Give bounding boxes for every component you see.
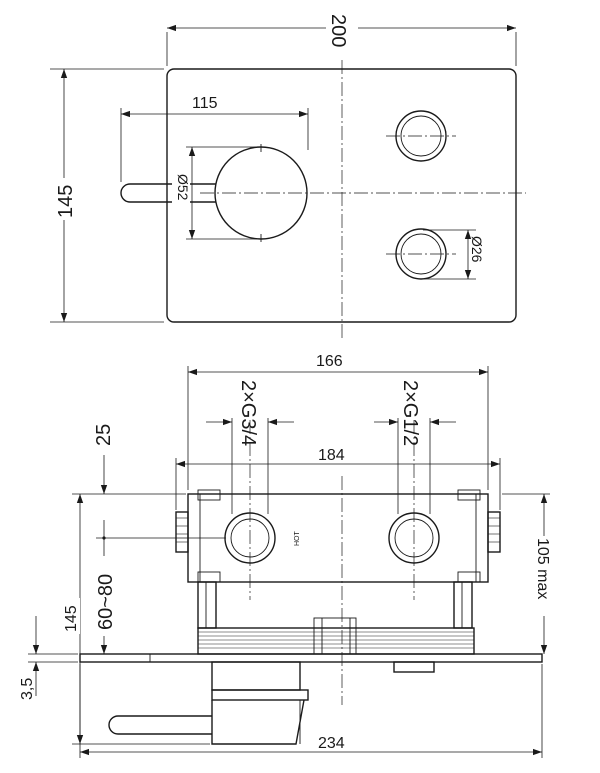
dim-max-depth: 105 max xyxy=(502,493,554,654)
diverter-button-bottom xyxy=(386,228,456,280)
side-view: HOT xyxy=(19,353,554,758)
width-label: 200 xyxy=(327,14,349,47)
mounting-lug-left xyxy=(175,511,189,553)
dim-lever-reach: 115 xyxy=(120,95,309,182)
total-depth-label: 145 xyxy=(63,605,80,632)
dim-body-width: 166 xyxy=(187,353,489,490)
dim-handle-diameter: Ø52 xyxy=(172,146,260,240)
inlet-left xyxy=(224,420,276,600)
inlet-left-label: 2×G3/4 xyxy=(237,380,259,446)
lever-side xyxy=(108,715,212,735)
plate-width-label: 234 xyxy=(318,735,345,752)
valve-body xyxy=(187,493,489,583)
hot-marker: HOT xyxy=(294,531,301,547)
dim-width: 200 xyxy=(166,10,517,66)
inlet-right-label: 2×G1/2 xyxy=(399,380,421,446)
dim-bolt-span: 184 xyxy=(175,444,501,510)
height-label: 145 xyxy=(55,185,77,218)
dim-top-offset: 25 xyxy=(93,424,186,538)
dim-plate-width: 234 xyxy=(79,664,543,758)
mounting-lug-right xyxy=(487,511,501,553)
button-diameter-label: Ø26 xyxy=(469,236,485,263)
cover-plate-side xyxy=(79,653,543,663)
max-depth-label: 105 max xyxy=(534,538,551,599)
threaded-sleeve xyxy=(197,617,475,655)
handle-diameter-label: Ø52 xyxy=(175,174,191,201)
body-width-label: 166 xyxy=(316,353,343,370)
inlet-right xyxy=(388,420,440,600)
diverter-button-top xyxy=(386,110,456,162)
plate-thickness-label: 3,5 xyxy=(19,678,36,700)
cover-plate xyxy=(166,68,517,323)
top-offset-label: 25 xyxy=(93,424,115,446)
dim-install-depth: 60~80 xyxy=(92,536,226,654)
lever-reach-label: 115 xyxy=(192,95,218,112)
dim-button-diameter: Ø26 xyxy=(423,229,485,280)
dim-height: 145 xyxy=(50,68,164,323)
bolt-span-label: 184 xyxy=(318,447,345,464)
install-depth-label: 60~80 xyxy=(95,574,117,630)
handle-side xyxy=(108,661,309,745)
front-view: 200 145 115 Ø52 xyxy=(50,10,526,338)
dim-plate-thickness: 3,5 xyxy=(19,616,78,700)
